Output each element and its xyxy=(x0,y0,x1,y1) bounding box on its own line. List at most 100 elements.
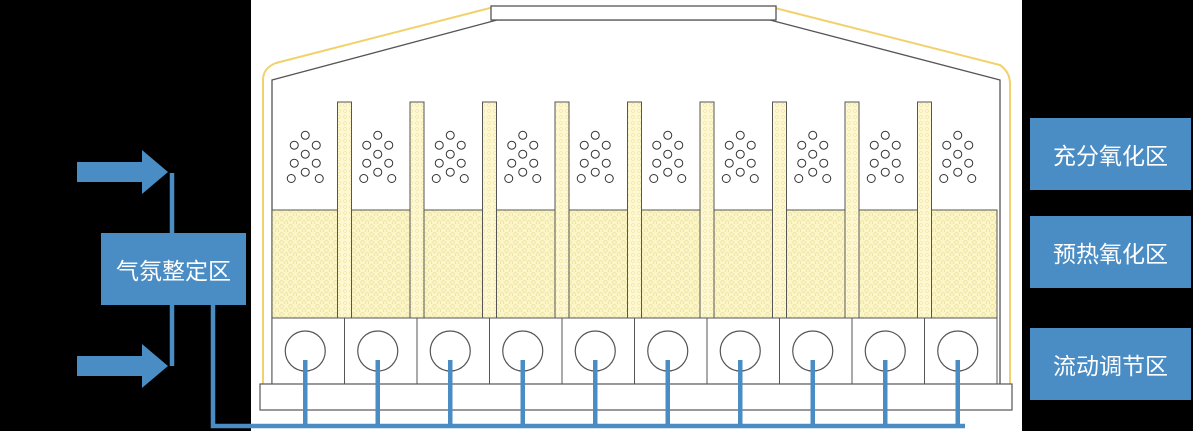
particle xyxy=(289,158,299,168)
particle xyxy=(590,149,600,159)
particle xyxy=(967,174,977,183)
particle xyxy=(652,140,662,150)
particle xyxy=(300,130,310,140)
particle xyxy=(663,167,673,177)
particle xyxy=(311,158,321,168)
bed-section xyxy=(344,209,418,319)
partition-wall xyxy=(772,101,787,319)
particle xyxy=(794,174,804,183)
particle xyxy=(674,158,684,168)
particle xyxy=(529,140,539,150)
particle xyxy=(735,130,745,140)
particle xyxy=(518,149,528,159)
bed-section xyxy=(489,209,563,319)
particle xyxy=(373,130,383,140)
particle xyxy=(579,140,589,150)
partition-wall xyxy=(409,101,425,319)
particle xyxy=(808,149,818,159)
particle xyxy=(507,158,517,168)
chambers-group xyxy=(271,101,998,385)
particle xyxy=(445,130,455,140)
particle xyxy=(953,149,963,159)
particle xyxy=(300,167,310,177)
bed-section xyxy=(561,209,635,319)
particle xyxy=(373,167,383,177)
particle xyxy=(445,167,455,177)
particle xyxy=(964,140,974,150)
particle xyxy=(652,158,662,168)
particle xyxy=(590,130,600,140)
particle xyxy=(456,158,466,168)
particle xyxy=(601,140,611,150)
particle xyxy=(431,174,441,183)
pipes-group xyxy=(169,173,965,429)
particle xyxy=(749,174,759,183)
particle xyxy=(808,167,818,177)
partition-wall xyxy=(627,101,642,319)
particle xyxy=(286,174,296,183)
partition-wall xyxy=(917,101,932,319)
particle xyxy=(735,149,745,159)
particle xyxy=(362,158,372,168)
particle xyxy=(808,130,818,140)
bed-section xyxy=(706,209,780,319)
particle xyxy=(942,158,952,168)
particle xyxy=(953,130,963,140)
particle xyxy=(579,158,589,168)
particle xyxy=(311,140,321,150)
particle xyxy=(724,158,734,168)
full-oxidation-zone-label: 充分氧化区 xyxy=(1030,118,1191,190)
partition-wall xyxy=(482,101,497,319)
particle xyxy=(674,140,684,150)
particle xyxy=(677,174,687,183)
particle xyxy=(880,130,890,140)
particle xyxy=(819,158,829,168)
bed-section xyxy=(271,209,345,319)
bed-section xyxy=(634,209,708,319)
particle xyxy=(880,167,890,177)
bed-section xyxy=(851,209,925,319)
particle xyxy=(880,149,890,159)
furnace-base xyxy=(259,383,1013,411)
particle xyxy=(964,158,974,168)
particle xyxy=(576,174,586,183)
main-header-pipe xyxy=(210,305,965,429)
partition-wall xyxy=(699,101,715,319)
particle xyxy=(649,174,659,183)
particle xyxy=(590,167,600,177)
bed-section xyxy=(779,209,853,319)
inlet-arrows-group xyxy=(77,150,168,388)
partition-wall xyxy=(844,101,860,319)
inlet-arrow-icon xyxy=(77,150,168,194)
partition-wall xyxy=(337,101,352,319)
particle xyxy=(601,158,611,168)
particle xyxy=(797,140,807,150)
particle xyxy=(518,167,528,177)
partition-wall xyxy=(554,101,570,319)
particle xyxy=(953,167,963,177)
particle xyxy=(819,140,829,150)
particle xyxy=(456,140,466,150)
particle xyxy=(724,140,734,150)
particle xyxy=(663,130,673,140)
particle xyxy=(663,149,673,159)
particle xyxy=(300,149,310,159)
inlet-arrow-icon xyxy=(77,344,168,388)
particle xyxy=(384,158,394,168)
preheat-oxidation-zone-label: 预热氧化区 xyxy=(1030,216,1191,288)
particle xyxy=(866,174,876,183)
particle xyxy=(604,174,614,183)
particle xyxy=(746,158,756,168)
particle xyxy=(942,140,952,150)
flow-regulation-zone-label: 流动调节区 xyxy=(1030,328,1191,400)
particle xyxy=(434,158,444,168)
particle xyxy=(362,140,372,150)
particle xyxy=(529,158,539,168)
bed-section xyxy=(416,209,490,319)
particle xyxy=(939,174,949,183)
particle xyxy=(721,174,731,183)
roof-cap xyxy=(490,5,777,21)
particle xyxy=(735,167,745,177)
particle xyxy=(387,174,397,183)
